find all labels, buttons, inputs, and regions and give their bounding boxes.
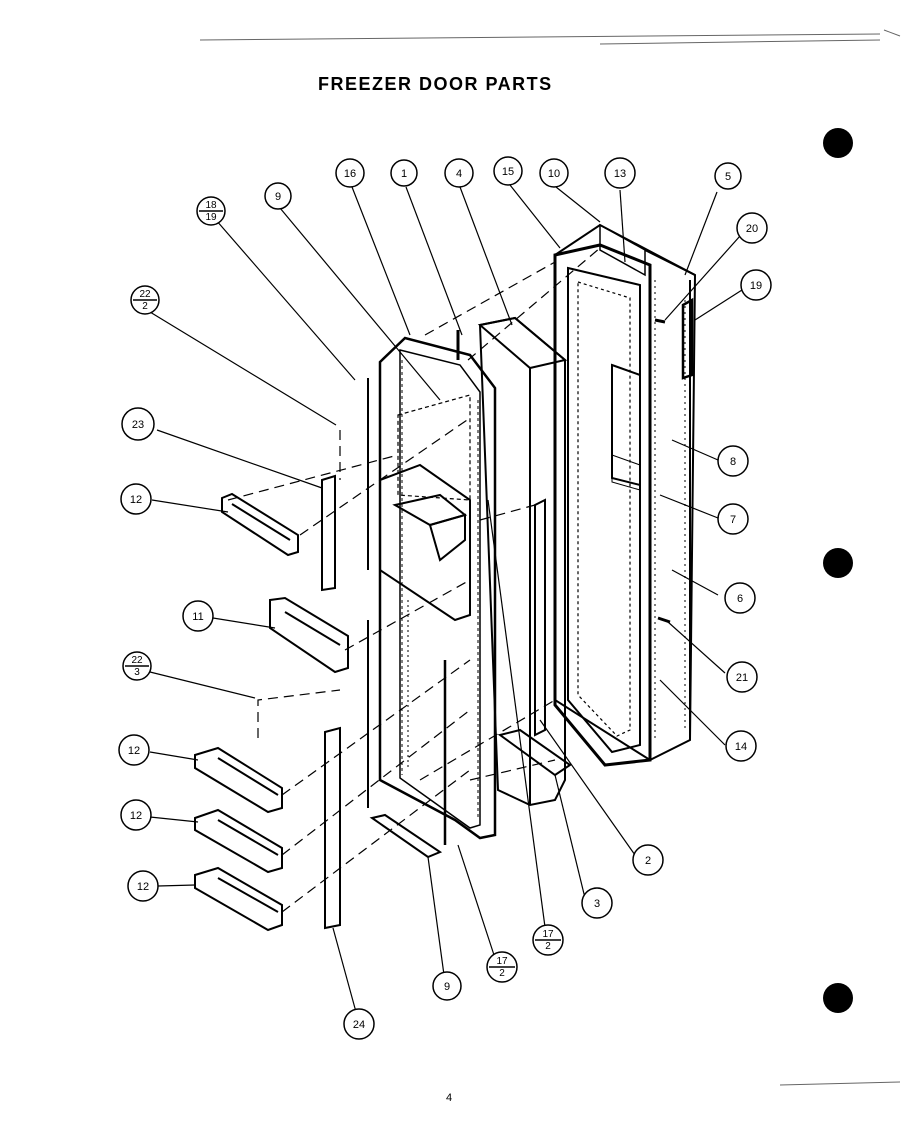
callout-10: 10 bbox=[539, 158, 569, 188]
svg-text:14: 14 bbox=[735, 741, 747, 753]
callout-19: 19 bbox=[740, 269, 772, 301]
svg-text:6: 6 bbox=[737, 593, 743, 605]
callout-20: 20 bbox=[736, 212, 768, 244]
svg-text:17: 17 bbox=[542, 929, 554, 940]
svg-text:21: 21 bbox=[736, 672, 748, 684]
svg-text:23: 23 bbox=[132, 419, 144, 431]
panel-4 bbox=[477, 316, 568, 807]
door-gasket-frame bbox=[553, 243, 652, 767]
svg-text:12: 12 bbox=[137, 881, 149, 893]
callout-8: 8 bbox=[717, 445, 749, 477]
callout-5: 5 bbox=[714, 162, 742, 190]
binder-hole-top bbox=[823, 128, 853, 158]
callout-11: 11 bbox=[182, 600, 214, 632]
callout-14: 14 bbox=[725, 730, 757, 762]
callout-6: 6 bbox=[724, 582, 756, 614]
page-number: 4 bbox=[446, 1092, 453, 1104]
binder-holes bbox=[823, 128, 853, 1013]
handle-19 bbox=[681, 297, 694, 380]
callout-4: 4 bbox=[444, 158, 474, 188]
fraction-callouts: 18 19 22 2 22 3 17 2 bbox=[122, 196, 564, 983]
callout-1: 1 bbox=[390, 159, 418, 187]
shelf-bin-12-top bbox=[221, 492, 299, 557]
svg-text:2: 2 bbox=[142, 301, 148, 312]
parts-group bbox=[194, 223, 697, 932]
callout-17-2-b: 17 2 bbox=[532, 924, 564, 956]
long-strip-24 bbox=[324, 726, 341, 930]
svg-text:17: 17 bbox=[496, 956, 508, 967]
svg-text:10: 10 bbox=[548, 168, 560, 180]
clip-20 bbox=[654, 318, 666, 324]
svg-text:22: 22 bbox=[131, 655, 143, 666]
svg-text:16: 16 bbox=[344, 168, 356, 180]
svg-text:24: 24 bbox=[353, 1019, 365, 1031]
callout-12-c: 12 bbox=[120, 799, 152, 831]
door-bin-12-a bbox=[194, 746, 283, 814]
callout-12-a: 12 bbox=[120, 483, 152, 515]
svg-text:13: 13 bbox=[614, 168, 626, 180]
callout-16: 16 bbox=[335, 158, 365, 188]
outer-door-panel bbox=[554, 223, 697, 762]
leader-lines bbox=[149, 184, 743, 1013]
svg-text:22: 22 bbox=[139, 289, 151, 300]
alignment-lines bbox=[227, 247, 601, 913]
door-bin-12-b bbox=[194, 808, 283, 874]
shelf-bin-11 bbox=[269, 596, 349, 674]
diagram-title: FREEZER DOOR PARTS bbox=[318, 74, 553, 94]
bottom-trim-9 bbox=[369, 813, 443, 859]
callout-9-top: 9 bbox=[264, 182, 292, 210]
door-bin-12-c bbox=[194, 866, 283, 932]
svg-text:18: 18 bbox=[205, 200, 217, 211]
strip-2 bbox=[534, 498, 546, 737]
svg-text:1: 1 bbox=[401, 168, 407, 180]
callout-13: 13 bbox=[604, 157, 636, 189]
bottom-trim-3 bbox=[497, 728, 572, 777]
svg-text:19: 19 bbox=[750, 280, 762, 292]
svg-text:15: 15 bbox=[502, 166, 514, 178]
svg-text:3: 3 bbox=[134, 667, 140, 678]
svg-text:7: 7 bbox=[730, 514, 736, 526]
callout-9-bottom: 9 bbox=[432, 971, 462, 1001]
binder-hole-bottom bbox=[823, 983, 853, 1013]
callout-24: 24 bbox=[343, 1008, 375, 1040]
svg-text:12: 12 bbox=[128, 745, 140, 757]
screw-21 bbox=[657, 616, 671, 624]
callouts: 9 16 1 4 15 10 13 5 20 19 8 7 6 21 14 2 … bbox=[118, 156, 772, 1040]
svg-text:9: 9 bbox=[275, 191, 281, 203]
dispenser-recess bbox=[611, 363, 641, 491]
side-strip-23 bbox=[321, 474, 336, 592]
callout-2: 2 bbox=[632, 844, 664, 876]
binder-hole-middle bbox=[823, 548, 853, 578]
scan-edge-marks bbox=[199, 29, 901, 1086]
callout-15: 15 bbox=[493, 156, 523, 186]
callout-12-b: 12 bbox=[118, 734, 150, 766]
svg-text:5: 5 bbox=[725, 171, 731, 183]
callout-22-3: 22 3 bbox=[122, 651, 152, 681]
dispenser-housing bbox=[379, 463, 471, 622]
svg-text:2: 2 bbox=[499, 968, 505, 979]
callout-21: 21 bbox=[726, 661, 758, 693]
callout-18-19: 18 19 bbox=[196, 196, 226, 226]
svg-text:2: 2 bbox=[545, 941, 551, 952]
inner-door-liner bbox=[378, 336, 497, 840]
callout-17-2-a: 17 2 bbox=[486, 951, 518, 983]
callout-3: 3 bbox=[581, 887, 613, 919]
svg-text:2: 2 bbox=[645, 855, 651, 867]
svg-text:8: 8 bbox=[730, 456, 736, 468]
callout-12-d: 12 bbox=[127, 870, 159, 902]
svg-text:19: 19 bbox=[205, 212, 217, 223]
callout-22-2: 22 2 bbox=[130, 285, 160, 315]
svg-text:4: 4 bbox=[456, 168, 462, 180]
svg-text:9: 9 bbox=[444, 981, 450, 993]
callout-23: 23 bbox=[121, 407, 155, 441]
svg-text:12: 12 bbox=[130, 494, 142, 506]
svg-text:3: 3 bbox=[594, 898, 600, 910]
svg-text:12: 12 bbox=[130, 810, 142, 822]
svg-text:11: 11 bbox=[192, 611, 203, 623]
callout-7: 7 bbox=[717, 503, 749, 535]
svg-text:20: 20 bbox=[746, 223, 758, 235]
